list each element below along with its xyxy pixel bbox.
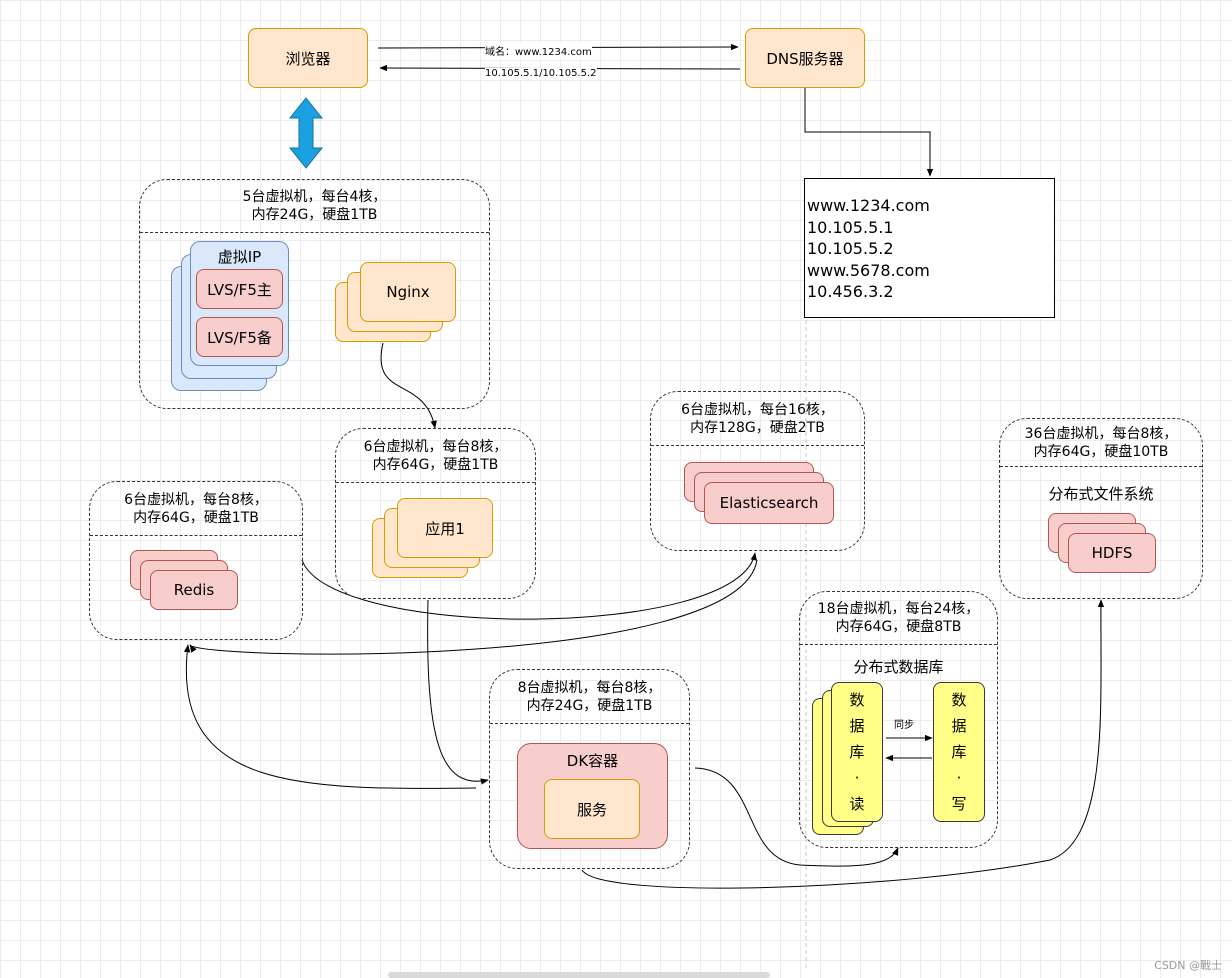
lb-group: 5台虚拟机，每台4核， 内存24G，硬盘1TB — [139, 179, 490, 409]
lvs-backup-node[interactable]: LVS/F5备 — [196, 317, 283, 357]
dns-record: 10.105.5.1 — [807, 217, 894, 237]
hdfs-title: 分布式文件系统 — [1048, 485, 1154, 503]
dk-container-label: DK容器 — [566, 752, 619, 770]
dns-record: 10.456.3.2 — [807, 282, 894, 301]
group-header: 18台虚拟机，每台24核， 内存64G，硬盘8TB — [800, 592, 997, 645]
dns-response-label: 10.105.5.1/10.105.5.2 — [485, 68, 597, 79]
app-group: 6台虚拟机，每台8核， 内存64G，硬盘1TB — [335, 428, 536, 599]
arrow-app-to-dk — [427, 599, 489, 785]
db-group: 18台虚拟机，每台24核， 内存64G，硬盘8TB 分布式数据库 — [799, 591, 998, 848]
lvs-primary-node[interactable]: LVS/F5主 — [196, 269, 283, 309]
group-header: 6台虚拟机，每台8核， 内存64G，硬盘1TB — [336, 429, 535, 483]
app-node[interactable]: 应用1 — [397, 498, 493, 558]
arrow-dns-to-records — [804, 88, 934, 177]
dk-group: 8台虚拟机，每台8核， 内存24G，硬盘1TB — [489, 669, 690, 869]
redis-group: 6台虚拟机，每台8核， 内存64G，硬盘1TB — [89, 481, 303, 640]
es-group: 6台虚拟机，每台16核， 内存128G，硬盘2TB — [650, 391, 865, 551]
dns-request-label: 域名：www.1234.com — [485, 43, 592, 58]
read-db-node[interactable]: 数 据 库 · 读 — [831, 682, 883, 822]
group-header: 6台虚拟机，每台16核， 内存128G，硬盘2TB — [651, 392, 864, 446]
group-header: 5台虚拟机，每台4核， 内存24G，硬盘1TB — [140, 180, 489, 233]
hdfs-node[interactable]: HDFS — [1068, 533, 1156, 573]
watermark: CSDN @戰士 — [1154, 959, 1222, 972]
arrow-nginx-to-app — [380, 342, 437, 429]
group-header: 8台虚拟机，每台8核， 内存24G，硬盘1TB — [490, 670, 689, 724]
hdfs-group: 36台虚拟机，每台8核， 内存64G，硬盘10TB 分布式文件系统 — [999, 418, 1203, 599]
horizontal-scrollbar[interactable] — [388, 972, 770, 978]
db-title: 分布式数据库 — [853, 658, 944, 676]
nginx-node[interactable]: Nginx — [360, 262, 456, 322]
dns-records-table: www.1234.com 10.105.5.1 10.105.5.2 www.5… — [804, 178, 1055, 318]
arrow-dk-to-hdfs — [581, 599, 1105, 889]
service-node[interactable]: 服务 — [544, 779, 640, 839]
arrow-es-to-redis — [189, 559, 758, 655]
arrow-redis-to-es — [301, 552, 757, 620]
dns-record: www.5678.com — [807, 260, 930, 280]
group-header: 36台虚拟机，每台8核， 内存64G，硬盘10TB — [1000, 419, 1202, 467]
arrow-dk-to-redis — [183, 644, 477, 789]
redis-node[interactable]: Redis — [150, 570, 238, 610]
dns-record: 10.105.5.2 — [807, 239, 894, 258]
vip-label: 虚拟IP — [217, 248, 262, 266]
group-header: 6台虚拟机，每台8核， 内存64G，硬盘1TB — [90, 482, 302, 536]
arrow-dk-to-db — [694, 767, 899, 867]
elasticsearch-node[interactable]: Elasticsearch — [704, 482, 834, 524]
sync-label: 同步 — [894, 720, 914, 731]
browser-node[interactable]: 浏览器 — [248, 28, 368, 88]
dns-server-node[interactable]: DNS服务器 — [745, 28, 865, 88]
dns-record: www.1234.com — [807, 196, 930, 215]
write-db-node[interactable]: 数 据 库 · 写 — [933, 682, 985, 822]
double-arrow-icon — [288, 97, 324, 169]
